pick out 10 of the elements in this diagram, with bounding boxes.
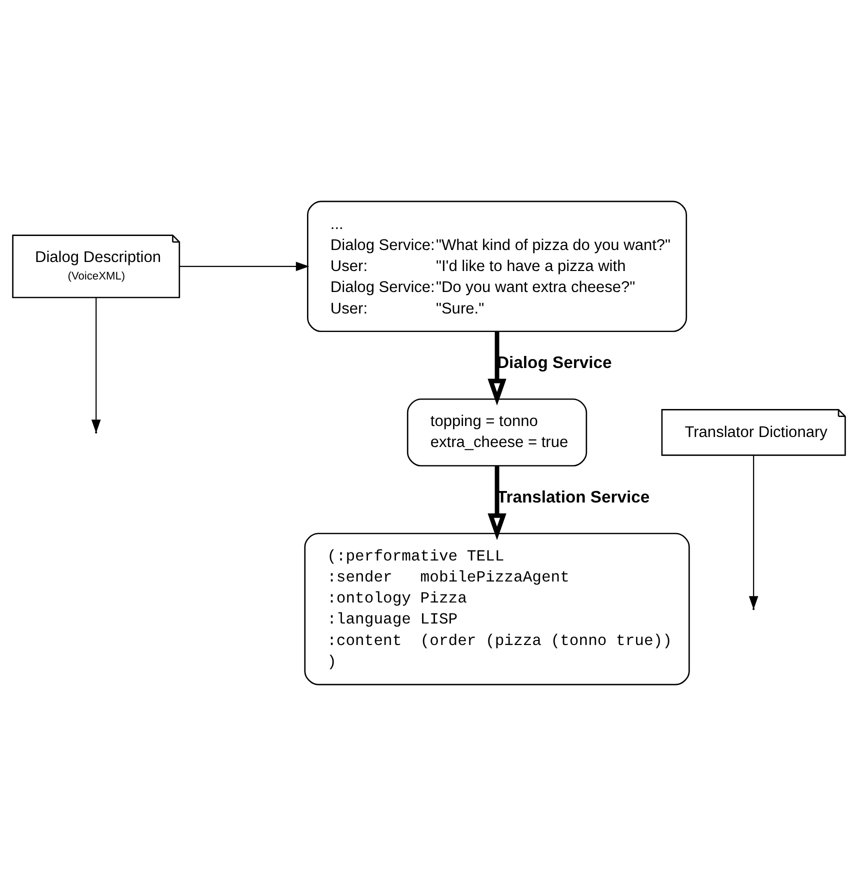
arrow bbox=[91, 298, 101, 433]
edge-label: Dialog Service bbox=[497, 353, 612, 372]
arrow bbox=[488, 332, 506, 406]
node-box: (:performative TELL :sender mobilePizzaAgent :ontology Pizza :language LISP :content (order (pizza (tonno true)) ) bbox=[304, 532, 690, 686]
node-box: topping = tonno extra_cheese = true bbox=[406, 398, 588, 466]
arrow bbox=[748, 455, 758, 610]
arrow bbox=[180, 262, 310, 272]
edge-label: Translation Service bbox=[497, 487, 650, 506]
arrow bbox=[488, 466, 506, 540]
node-box: ... Dialog Service:"What kind of pizza do you want?" User: "I'd like to have a pizza with Dialog Service:"Do you want extra cheese?" User: "Sure." bbox=[307, 200, 688, 332]
